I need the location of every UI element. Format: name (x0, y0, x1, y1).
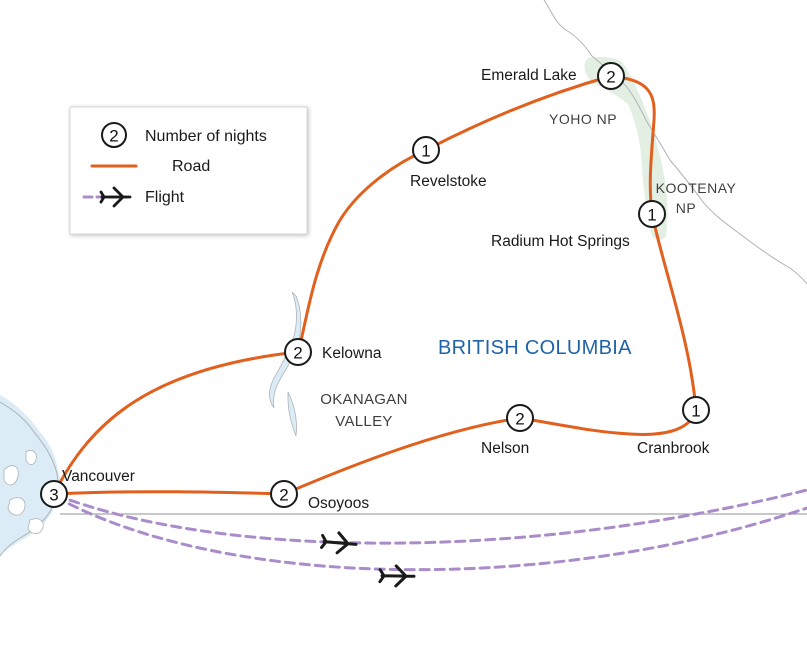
town-label: Emerald Lake (481, 67, 577, 84)
stop-cranbrook[interactable]: 1 Cranbrook (637, 396, 710, 457)
airplane-icon (320, 531, 358, 555)
kootenay-np-label-2: NP (676, 200, 696, 216)
nights-badge: 3 (49, 486, 58, 505)
town-label: Osoyoos (308, 495, 369, 512)
stop-nelson[interactable]: 2 Nelson (481, 404, 534, 457)
stop-vancouver[interactable]: 3 Vancouver (40, 468, 135, 508)
road-route (52, 74, 698, 496)
provincial-border (543, 0, 807, 285)
legend-road-item: Road (90, 158, 210, 175)
town-label: Vancouver (62, 468, 135, 485)
nights-badge: 2 (606, 68, 615, 87)
nights-badge: 2 (279, 486, 288, 505)
stop-osoyoos[interactable]: 2 Osoyoos (270, 480, 369, 512)
nights-badge: 2 (293, 344, 302, 363)
stop-revelstoke[interactable]: 1 Revelstoke (410, 136, 487, 190)
town-label: Kelowna (322, 345, 382, 362)
legend-road-label: Road (172, 158, 210, 175)
national-parks-area (584, 56, 668, 240)
town-label: Revelstoke (410, 173, 487, 190)
okanagan-valley-label: OKANAGAN (320, 391, 407, 408)
legend-nights-item: 2 Number of nights (101, 122, 267, 148)
airplane-icon (99, 186, 132, 208)
legend: 2 Number of nights Road Flight (69, 106, 308, 235)
legend-nights-label: Number of nights (145, 128, 267, 145)
town-label: Radium Hot Springs (491, 233, 630, 250)
yoho-np-label: YOHO NP (549, 111, 617, 127)
kootenay-np-label: KOOTENAY (656, 180, 737, 196)
stop-emerald-lake[interactable]: 2 Emerald Lake (481, 62, 625, 90)
stop-radium-hot-springs[interactable]: 1 Radium Hot Springs (491, 200, 666, 250)
legend-nights-badge: 2 (109, 127, 118, 146)
okanagan-valley-label-2: VALLEY (335, 413, 392, 430)
stop-kelowna[interactable]: 2 Kelowna (284, 338, 382, 366)
airplane-icon (378, 564, 416, 588)
nights-badge: 1 (421, 142, 430, 161)
province-label: BRITISH COLUMBIA (438, 337, 632, 359)
town-label: Nelson (481, 440, 529, 457)
coastal-water (0, 395, 61, 557)
nights-badge: 1 (647, 206, 656, 225)
legend-flight-label: Flight (145, 189, 185, 206)
legend-flight-item: Flight (82, 186, 185, 208)
town-label: Cranbrook (637, 440, 710, 457)
nights-badge: 1 (691, 402, 700, 421)
nights-badge: 2 (515, 410, 524, 429)
flight-routes (54, 488, 807, 572)
